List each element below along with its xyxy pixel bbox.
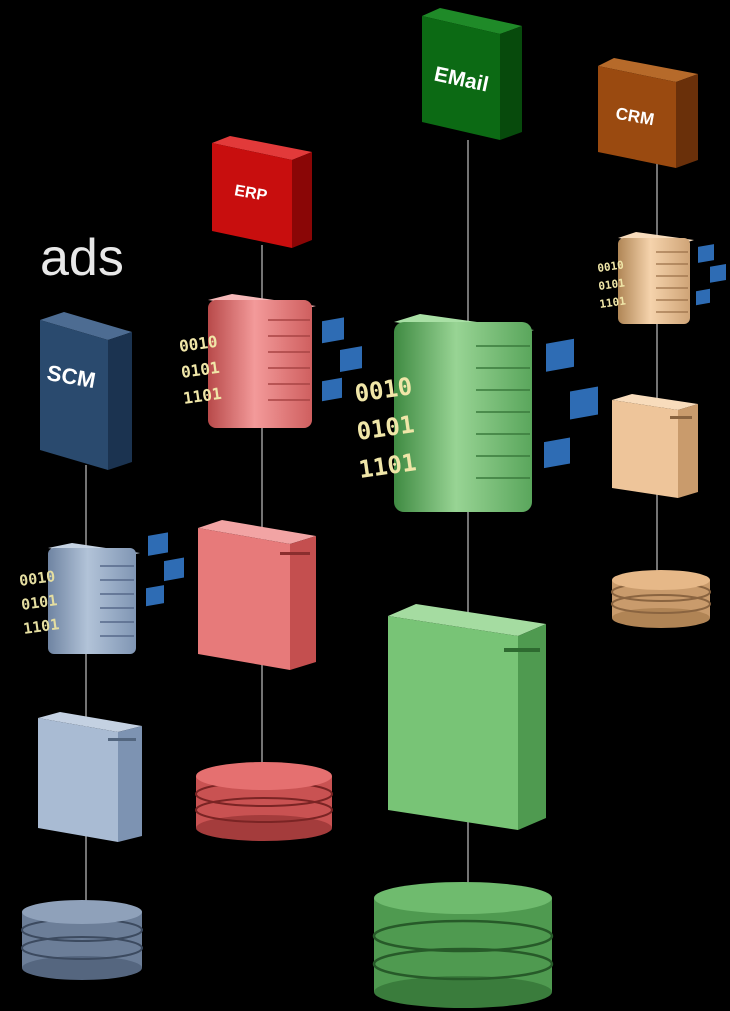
email-stack: EMail 0010 0101 1101 — [353, 8, 598, 1008]
erp-app-server: 0010 0101 1101 — [178, 294, 316, 428]
email-app-box: EMail — [422, 8, 522, 140]
email-packet-3 — [544, 437, 570, 469]
scm-packet-3 — [146, 585, 164, 607]
email-packet-1 — [546, 338, 574, 372]
crm-web-server — [612, 394, 698, 498]
scm-app-server: 0010 0101 1101 — [18, 543, 140, 654]
scm-web-server — [38, 712, 142, 842]
email-packet-2 — [570, 386, 598, 420]
scm-packet-2 — [164, 557, 184, 582]
crm-stack: CRM 0010 0101 1101 — [597, 58, 726, 628]
erp-web-server — [198, 520, 316, 670]
crm-packet-2 — [710, 263, 726, 283]
crm-binary-line-1: 0010 — [597, 258, 625, 275]
scm-app-box: SCM — [40, 312, 132, 470]
email-packets — [544, 338, 598, 469]
crm-app-server: 0010 0101 1101 — [597, 232, 694, 324]
text-fragment: ads — [40, 229, 124, 287]
crm-packets — [696, 244, 726, 306]
scm-binary-line-3: 1101 — [22, 615, 60, 638]
scm-binary-line-2: 0101 — [20, 591, 58, 614]
crm-binary-line-3: 1101 — [599, 294, 627, 311]
crm-app-box: CRM — [598, 58, 698, 168]
erp-packet-2 — [340, 346, 362, 373]
crm-packet-3 — [696, 288, 710, 306]
scm-packets — [146, 532, 184, 607]
erp-database — [195, 762, 333, 841]
erp-packets — [322, 317, 362, 402]
erp-app-box: ERP — [212, 136, 312, 248]
email-database — [372, 882, 554, 1008]
crm-binary-line-2: 0101 — [598, 276, 626, 293]
connector-lines — [85, 140, 658, 905]
crm-database — [611, 570, 711, 628]
erp-packet-1 — [322, 317, 344, 344]
scm-binary-line-1: 0010 — [18, 567, 56, 590]
erp-app-label: ERP — [233, 182, 269, 205]
scm-database — [21, 900, 143, 980]
scm-packet-1 — [148, 532, 168, 556]
erp-stack: ERP 0010 0101 1101 — [178, 136, 362, 841]
crm-packet-1 — [698, 244, 714, 263]
email-app-server: 0010 0101 1101 — [353, 314, 534, 512]
scm-stack: SCM 0010 0101 1101 — [18, 312, 184, 980]
email-web-server — [388, 604, 546, 830]
erp-packet-3 — [322, 377, 342, 402]
